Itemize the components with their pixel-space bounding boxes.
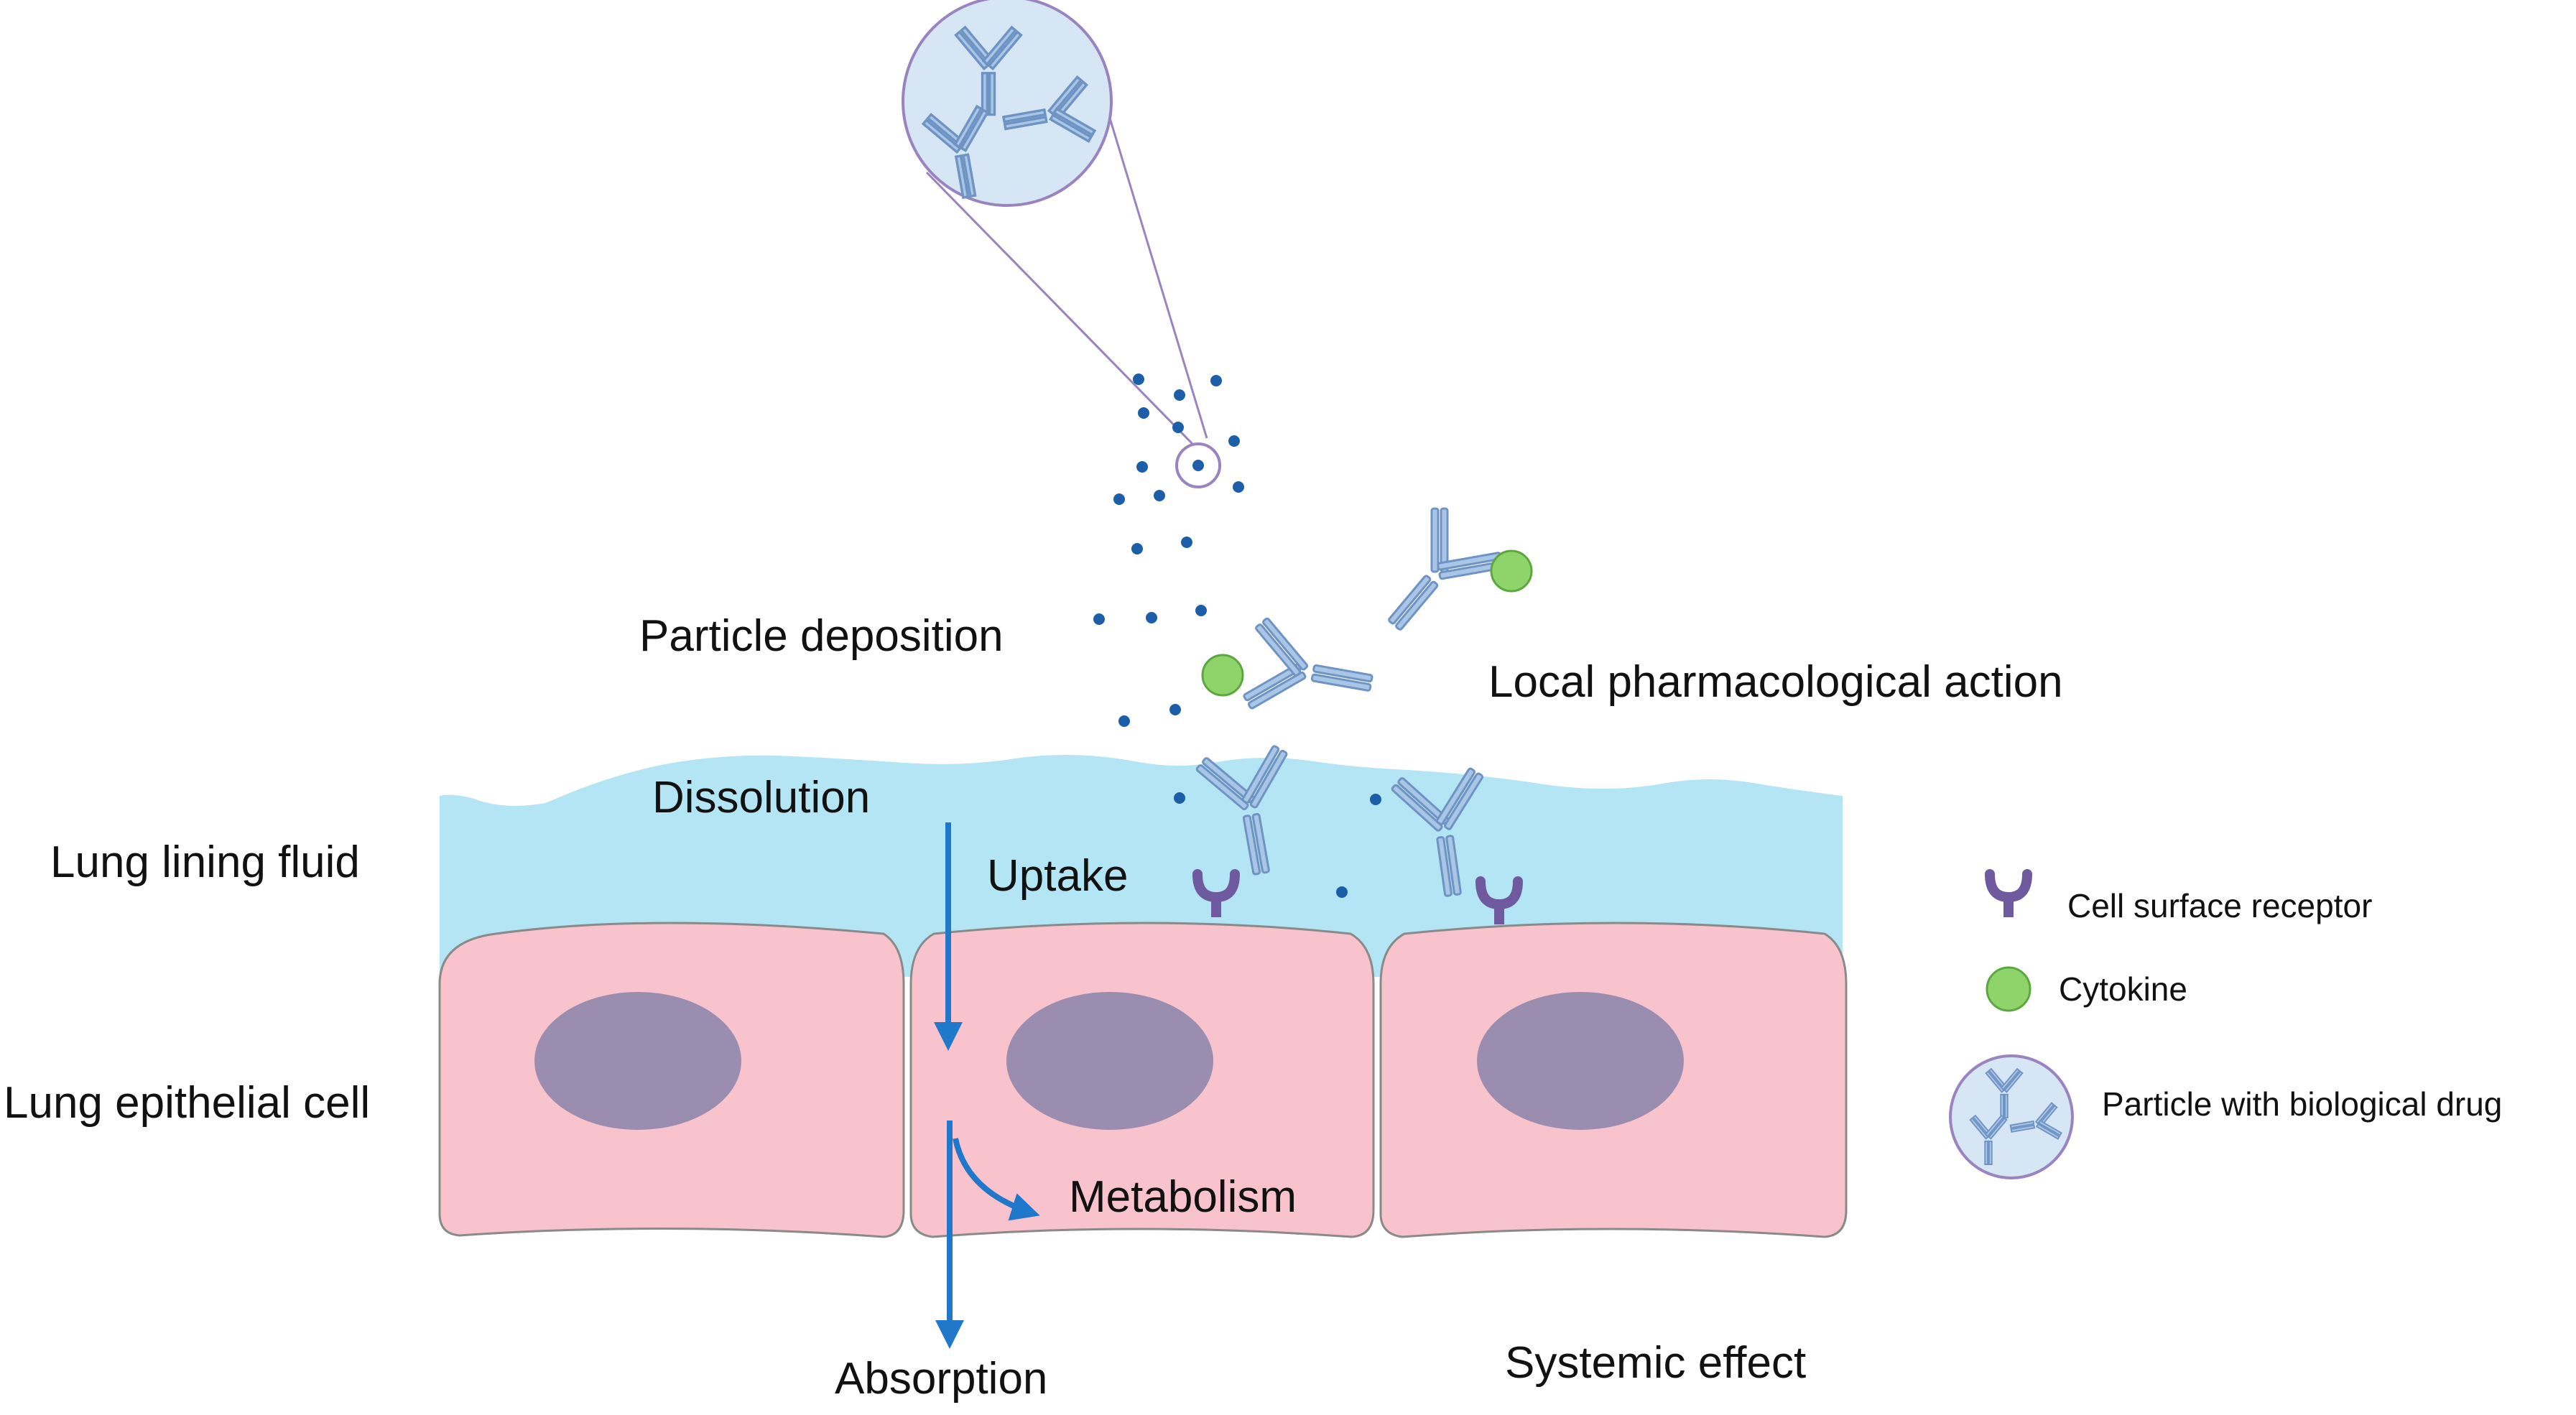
nucleus-1: [534, 992, 741, 1130]
label-lung-lining-fluid: Lung lining fluid: [50, 838, 360, 887]
label-absorption: Absorption: [835, 1354, 1047, 1404]
legend-cytokine-icon: [1986, 966, 2031, 1012]
legend-receptor-icon: [1990, 874, 2027, 917]
label-particle-deposition: Particle deposition: [639, 611, 1004, 661]
particle-dots: [1093, 374, 1381, 898]
label-local-pharmacological-action: Local pharmacological action: [1488, 657, 2063, 707]
legend-particle-label: Particle with biological drug: [2102, 1085, 2502, 1123]
label-dissolution: Dissolution: [652, 773, 870, 822]
cytokine-upper: [1490, 549, 1533, 593]
label-metabolism: Metabolism: [1069, 1172, 1297, 1222]
legend-particle-icon: [1949, 1054, 2074, 1179]
magnified-particle: [902, 0, 1113, 207]
label-lung-epithelial-cell: Lung epithelial cell: [4, 1078, 370, 1128]
highlighted-particle-ring: [1175, 442, 1221, 488]
lung-lining-fluid-layer: [440, 755, 1843, 977]
metabolism-arrow: [953, 1138, 1040, 1221]
nucleus-3: [1477, 992, 1684, 1130]
antibody-with-cytokine-upper: [1357, 499, 1533, 657]
label-uptake: Uptake: [987, 851, 1128, 901]
legend: Cell surface receptor Cytokine Particle …: [1949, 874, 2502, 1179]
nucleus-2: [1006, 992, 1213, 1130]
legend-cytokine-label: Cytokine: [2059, 970, 2187, 1008]
cytokine-middle: [1201, 654, 1244, 697]
legend-receptor-label: Cell surface receptor: [2067, 887, 2372, 924]
label-systemic-effect: Systemic effect: [1505, 1338, 1806, 1388]
antibody-with-cytokine-middle: [1201, 615, 1381, 730]
zoom-lines: [925, 82, 1208, 445]
